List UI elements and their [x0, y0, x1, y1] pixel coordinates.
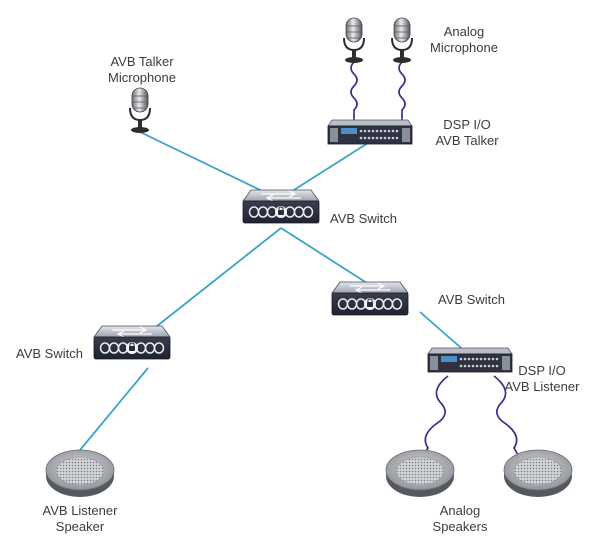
avb-switch-icon: [242, 189, 320, 224]
speaker2-cable: [493, 375, 521, 459]
link-switch-rightswitch: [280, 227, 371, 286]
link-talkermic-switch: [139, 131, 282, 201]
mic1-cable: [350, 61, 358, 122]
speaker-icon: [503, 449, 573, 498]
avb-switch-icon: [331, 281, 409, 316]
dsp-rack-icon: [327, 119, 413, 145]
speaker-icon: [385, 449, 455, 498]
link-leftswitch-speaker: [79, 367, 149, 451]
link-rightswitch-dsp: [419, 311, 469, 355]
microphone-icon: [343, 17, 365, 64]
analog-cables: [350, 61, 521, 459]
mic2-cable: [398, 61, 406, 122]
speaker-icon: [45, 449, 115, 498]
speaker1-cable: [421, 375, 449, 459]
link-switch-leftswitch: [151, 227, 282, 331]
network-links: [79, 131, 469, 451]
avb-switch-left-label: AVB Switch: [16, 346, 83, 361]
microphone-icon: [391, 17, 413, 64]
avb-switch-right-label: AVB Switch: [438, 292, 505, 307]
avb-switch-icon: [93, 325, 171, 360]
avb-switch-center-label: AVB Switch: [330, 211, 397, 226]
link-dsp-switch: [285, 142, 369, 196]
microphone-icon: [129, 87, 151, 134]
